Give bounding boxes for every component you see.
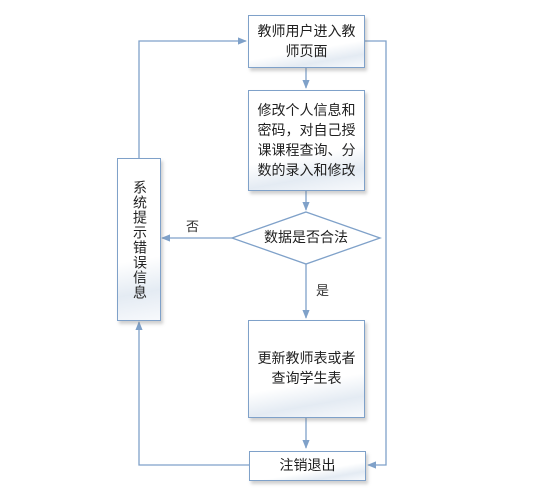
node-update-label: 更新教师表或者查询学生表	[257, 351, 356, 387]
node-enter-teacher-page: 教师用户进入教师页面	[248, 15, 365, 68]
arrow-enter-to-logout	[364, 40, 387, 469]
node-error-label: 系统提示错误信息	[131, 179, 147, 300]
edge-label-no: 否	[186, 220, 200, 235]
node-update-tables: 更新教师表或者查询学生表	[248, 320, 365, 418]
arrow-error-to-enter	[138, 37, 247, 158]
arrow-logout-to-error	[135, 321, 249, 466]
edge-label-yes: 是	[316, 284, 330, 299]
node-modify-label: 修改个人信息和密码，对自己授课课程查询、分数的录入和修改	[257, 102, 356, 179]
node-modify-info: 修改个人信息和密码，对自己授课课程查询、分数的录入和修改	[248, 90, 365, 191]
node-enter-label: 教师用户进入教师页面	[257, 23, 356, 60]
decision-label: 数据是否合法	[264, 230, 348, 246]
node-error-message: 系统提示错误信息	[117, 158, 161, 321]
node-logout-label: 注销退出	[279, 458, 336, 474]
node-logout: 注销退出	[249, 451, 366, 481]
